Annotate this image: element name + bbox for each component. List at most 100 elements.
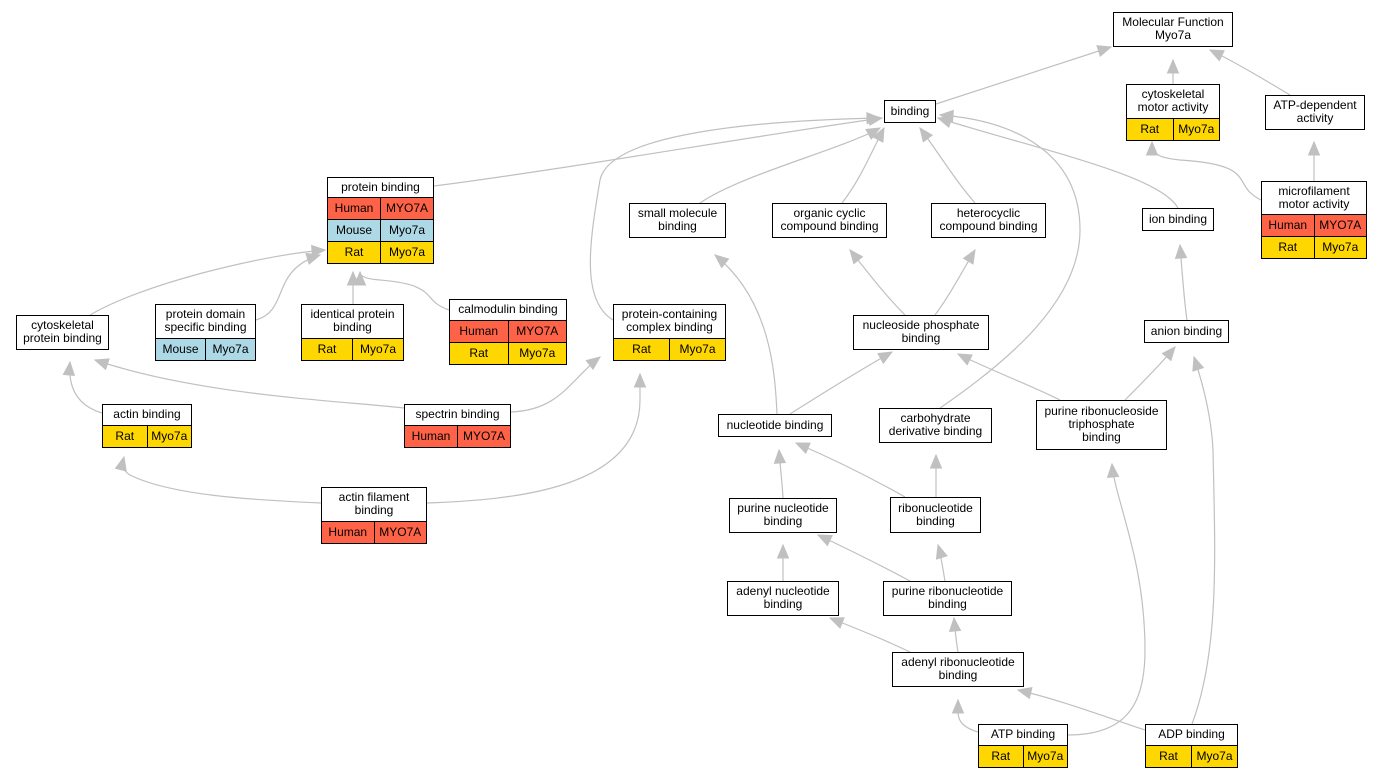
- arrowhead-icon: [353, 270, 367, 286]
- go-term-node-npb[interactable]: nucleoside phosphate binding: [853, 315, 989, 350]
- edge-adpb-to-anb: [1191, 355, 1216, 725]
- go-term-node-anb[interactable]: anion binding: [1144, 320, 1229, 343]
- arrowhead-icon: [929, 453, 943, 469]
- gene-cell: Myo7a: [352, 339, 403, 360]
- edge-mfma-to-atpdep: [1307, 140, 1321, 181]
- edge-pccb-to-binding: [589, 112, 882, 321]
- arrowhead-icon: [1192, 355, 1205, 372]
- edge-adpb-to-adrb: [1016, 687, 1146, 731]
- arrowhead-icon: [1106, 462, 1120, 478]
- go-term-label: protein-containing complex binding: [621, 307, 718, 334]
- annotation-row: Rat Myo7a: [302, 338, 403, 360]
- go-term-label: small molecule binding: [637, 206, 718, 233]
- edge-nb-to-smb: [714, 254, 778, 415]
- gene-cell: MYO7A: [1313, 215, 1367, 236]
- go-term-label: actin filament binding: [338, 490, 410, 517]
- arrowhead-icon: [93, 358, 110, 371]
- arrowhead-icon: [948, 616, 962, 632]
- edge-pnb-to-nb: [773, 448, 787, 499]
- species-cell: Rat: [1278, 240, 1298, 254]
- arrowhead-icon: [776, 543, 790, 559]
- arrowhead-icon: [951, 698, 965, 714]
- edge-prnb-to-rnb: [935, 543, 948, 582]
- arrowhead-icon: [585, 356, 602, 371]
- edge-npb-to-hcb: [934, 248, 976, 316]
- edge-smb-to-binding: [699, 127, 882, 204]
- species-cell: Human: [1268, 218, 1308, 232]
- gene-cell: Myo7a: [1191, 746, 1237, 767]
- edge-rnb-to-cdb: [929, 453, 943, 497]
- annotation-row: Human MYO7A: [1262, 214, 1366, 236]
- edge-adrb-to-adnb: [828, 617, 911, 653]
- edge-line: [714, 254, 778, 415]
- go-term-label: identical protein binding: [310, 307, 395, 334]
- go-term-node-cdb[interactable]: carbohydrate derivative binding: [879, 408, 992, 443]
- edge-atpb-to-adrb: [951, 698, 979, 733]
- edge-pb-to-binding: [433, 113, 884, 187]
- go-term-label: microfilament motor activity: [1278, 183, 1350, 211]
- go-term-node-nb[interactable]: nucleotide binding: [718, 414, 832, 437]
- edge-line: [957, 699, 979, 733]
- edge-line: [789, 351, 893, 415]
- species-cell: Mouse: [335, 223, 373, 237]
- edge-line: [937, 117, 1179, 209]
- go-term-node-pnb[interactable]: purine nucleotide binding: [729, 498, 837, 533]
- go-term-node-adnb[interactable]: adenyl nucleotide binding: [727, 581, 839, 616]
- go-term-label: actin binding: [113, 407, 181, 421]
- arrowhead-icon: [773, 448, 787, 464]
- gene-cell: Myo7a: [205, 339, 255, 360]
- go-term-node-rnb[interactable]: ribonucleotide binding: [890, 497, 981, 533]
- edge-npb-to-ocb: [849, 248, 906, 316]
- go-term-node-binding[interactable]: binding: [884, 100, 936, 123]
- edge-afb-to-pccb: [426, 372, 647, 504]
- arrowhead-icon: [714, 254, 730, 269]
- edge-prtb-to-npb: [956, 353, 1061, 401]
- go-term-node-cpb[interactable]: cytoskeletal protein binding: [16, 315, 109, 350]
- species-cell: Human: [334, 201, 374, 215]
- go-term-node-adrb[interactable]: adenyl ribonucleotide binding: [892, 652, 1024, 687]
- edge-line: [1191, 356, 1216, 725]
- edge-mfma-to-cma: [1145, 140, 1262, 201]
- go-term-label: purine nucleotide binding: [737, 501, 829, 528]
- go-term-node-mf[interactable]: Molecular Function Myo7a: [1113, 12, 1233, 47]
- arrowhead-icon: [956, 353, 973, 366]
- arrowhead-icon: [1016, 687, 1033, 700]
- edge-line: [255, 254, 321, 321]
- go-term-node-smb[interactable]: small molecule binding: [629, 203, 726, 238]
- gene-cell: Myo7a: [380, 242, 433, 263]
- go-term-node-prtb[interactable]: purine ribonucleoside triphosphate bindi…: [1036, 400, 1167, 450]
- go-term-node-ionb[interactable]: ion binding: [1142, 208, 1214, 231]
- edge-line: [699, 127, 881, 204]
- go-term-label: cytoskeletal motor activity: [1137, 87, 1209, 114]
- edge-line: [433, 117, 883, 187]
- go-term-node-prnb[interactable]: purine ribonucleotide binding: [883, 581, 1012, 616]
- go-term-label: calmodulin binding: [458, 302, 558, 316]
- species-cell: Human: [328, 525, 368, 539]
- edge-afb-to-actb: [114, 455, 322, 504]
- species-cell: Human: [459, 324, 499, 338]
- go-term-node-ocb[interactable]: organic cyclic compound binding: [772, 203, 887, 238]
- edge-ocb-to-binding: [841, 126, 885, 204]
- arrowhead-icon: [1208, 49, 1225, 62]
- arrowhead-icon: [62, 360, 76, 376]
- go-term-node-hcb[interactable]: heterocyclic compound binding: [931, 203, 1046, 238]
- go-term-node-atpdep[interactable]: ATP-dependent activity: [1265, 95, 1365, 130]
- species-cell: Rat: [317, 342, 337, 356]
- arrowhead-icon: [114, 455, 127, 472]
- arrowhead-icon: [633, 372, 647, 388]
